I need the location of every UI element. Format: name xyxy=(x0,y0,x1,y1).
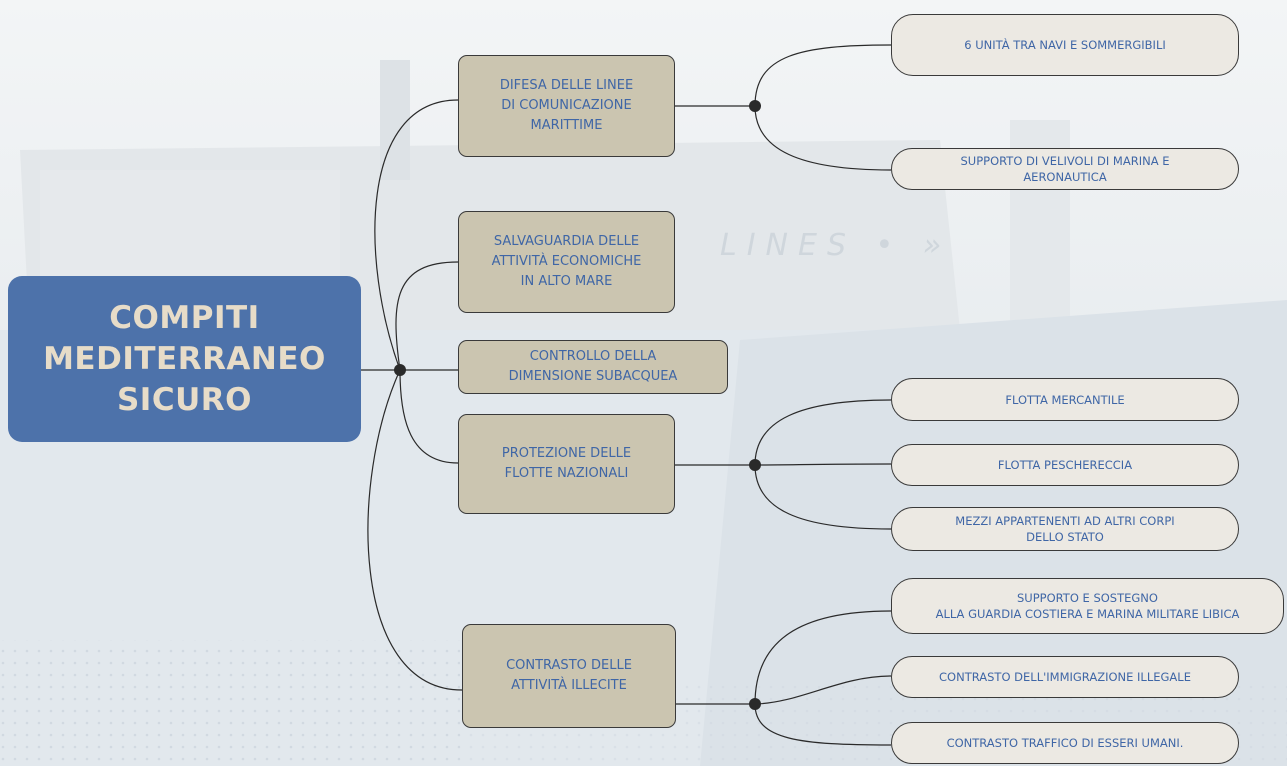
leaf-connector xyxy=(754,399,892,466)
leaf-node: MEZZI APPARTENENTI AD ALTRI CORPI DELLO … xyxy=(891,507,1239,551)
leaf-label: SUPPORTO E SOSTEGNO ALLA GUARDIA COSTIER… xyxy=(935,591,1240,621)
branch-node-controllo: CONTROLLO DELLA DIMENSIONE SUBACQUEA xyxy=(458,340,728,394)
leaf-node: SUPPORTO DI VELIVOLI DI MARINA E AERONAU… xyxy=(891,148,1239,190)
leaf-node: SUPPORTO E SOSTEGNO ALLA GUARDIA COSTIER… xyxy=(891,578,1284,634)
leaf-node: FLOTTA PESCHERECCIA xyxy=(891,444,1239,486)
leaf-connector xyxy=(754,703,892,746)
leaf-connector xyxy=(754,463,892,466)
branch-connector xyxy=(374,99,459,371)
branch-node-difesa: DIFESA DELLE LINEE DI COMUNICAZIONE MARI… xyxy=(458,55,675,157)
ship-watermark: LINES • » xyxy=(720,228,951,263)
leaf-label: CONTRASTO TRAFFICO DI ESSERI UMANI. xyxy=(946,736,1184,750)
junction-dot xyxy=(749,698,761,710)
leaf-label: 6 UNITÀ TRA NAVI E SOMMERGIBILI xyxy=(964,38,1166,52)
leaf-node: CONTRASTO DELL'IMMIGRAZIONE ILLEGALE xyxy=(891,656,1239,698)
branch-label: DIFESA DELLE LINEE DI COMUNICAZIONE MARI… xyxy=(499,78,634,133)
leaf-label: FLOTTA PESCHERECCIA xyxy=(997,458,1133,472)
branch-node-salvaguardia: SALVAGUARDIA DELLE ATTIVITÀ ECONOMICHE I… xyxy=(458,211,675,313)
root-label: COMPITI MEDITERRANEO SICURO xyxy=(43,299,326,418)
branch-connector xyxy=(367,369,463,691)
branch-node-protezione: PROTEZIONE DELLE FLOTTE NAZIONALI xyxy=(458,414,675,514)
branch-label: CONTRASTO DELLE ATTIVITÀ ILLECITE xyxy=(506,658,632,693)
junction-dot xyxy=(394,364,406,376)
root-node: COMPITI MEDITERRANEO SICURO xyxy=(8,276,361,442)
leaf-label: SUPPORTO DI VELIVOLI DI MARINA E AERONAU… xyxy=(960,154,1170,184)
leaf-connector xyxy=(754,610,892,705)
branch-label: PROTEZIONE DELLE FLOTTE NAZIONALI xyxy=(501,446,632,481)
junction-dot xyxy=(749,100,761,112)
branch-connector xyxy=(395,261,459,371)
branch-node-contrasto: CONTRASTO DELLE ATTIVITÀ ILLECITE xyxy=(462,624,676,728)
branch-label: SALVAGUARDIA DELLE ATTIVITÀ ECONOMICHE I… xyxy=(491,234,642,289)
junction-dot xyxy=(749,459,761,471)
branch-connector xyxy=(399,369,459,464)
branch-label: CONTROLLO DELLA DIMENSIONE SUBACQUEA xyxy=(508,349,678,384)
leaf-label: FLOTTA MERCANTILE xyxy=(1005,392,1125,407)
leaf-connector xyxy=(754,105,892,171)
leaf-node: 6 UNITÀ TRA NAVI E SOMMERGIBILI xyxy=(891,14,1239,76)
leaf-connector xyxy=(754,464,892,530)
leaf-label: CONTRASTO DELL'IMMIGRAZIONE ILLEGALE xyxy=(939,670,1191,684)
leaf-connector xyxy=(754,44,892,107)
leaf-label: MEZZI APPARTENENTI AD ALTRI CORPI DELLO … xyxy=(955,514,1175,544)
leaf-connector xyxy=(754,675,892,705)
leaf-node: CONTRASTO TRAFFICO DI ESSERI UMANI. xyxy=(891,722,1239,764)
leaf-node: FLOTTA MERCANTILE xyxy=(891,378,1239,421)
